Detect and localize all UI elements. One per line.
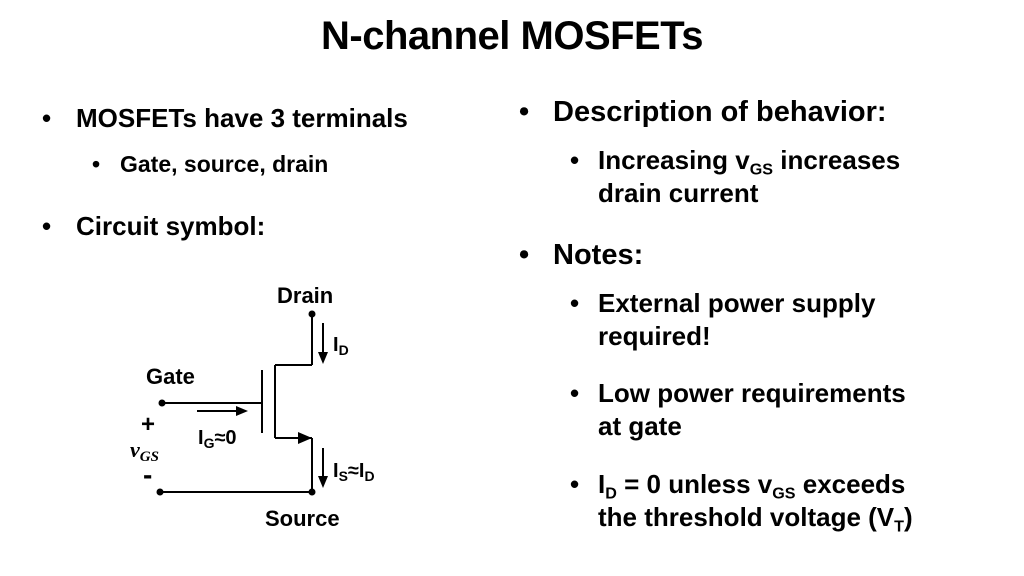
text-part: = 0 unless v: [616, 469, 773, 499]
bullet-description: • Description of behavior:: [519, 94, 887, 130]
bullet-dot: •: [570, 145, 580, 175]
text-part: Increasing v: [598, 145, 750, 175]
ig-rest: ≈0: [214, 427, 236, 449]
is-sub: S: [339, 468, 348, 484]
subscript: D: [605, 484, 617, 503]
note-threshold: • ID = 0 unless vGS exceeds the threshol…: [570, 468, 913, 536]
text-part: increases: [773, 145, 901, 175]
vgs-v: v: [130, 437, 140, 462]
bullet-text: MOSFETs have 3 terminals: [76, 103, 408, 133]
subscript: GS: [772, 484, 796, 503]
bullet-dot: •: [570, 469, 580, 499]
bullet-text: Notes:: [553, 239, 644, 271]
text-part: I: [598, 469, 606, 499]
bullet-notes: • Notes:: [519, 237, 644, 273]
id-sub: D: [339, 342, 349, 358]
is-label: IS≈ID: [333, 460, 375, 484]
text-line2: drain current: [598, 177, 759, 208]
id-arrowhead: [318, 352, 328, 364]
bullet-dot: •: [519, 239, 530, 271]
minus-sign: -: [143, 459, 152, 490]
drain-label: Drain: [277, 283, 333, 308]
bullet-text: Description of behavior:: [553, 96, 887, 128]
text-line1: External power supply: [598, 288, 876, 318]
bullet-text: Circuit symbol:: [76, 211, 266, 241]
note-power-supply: • External power supply required!: [570, 287, 876, 352]
ig-sub: G: [204, 435, 215, 451]
bullet-terminals: • MOSFETs have 3 terminals: [42, 102, 408, 135]
text-part: the threshold voltage (V: [598, 501, 895, 532]
bullet-dot: •: [42, 103, 52, 133]
is-I: I: [333, 460, 339, 482]
subscript: GS: [749, 160, 774, 179]
text-line2: at gate: [598, 410, 682, 441]
vgs-sub: GS: [140, 449, 159, 465]
gate-terminal-dot: [158, 399, 166, 407]
bullet-text: Gate, source, drain: [120, 151, 329, 177]
id-I: I: [333, 334, 339, 356]
return-terminal-dot: [156, 488, 164, 496]
gate-label: Gate: [146, 364, 195, 389]
note-low-power: • Low power requirements at gate: [570, 377, 906, 442]
source-terminal-dot: [308, 488, 316, 496]
bullet-dot: •: [570, 378, 580, 408]
drain-terminal-dot: [308, 310, 316, 318]
slide-title: N-channel MOSFETs: [321, 14, 703, 58]
bullet-circuit-symbol: • Circuit symbol:: [42, 210, 266, 243]
text-part: exceeds: [795, 469, 906, 499]
bullet-dot: •: [570, 288, 580, 318]
sub-bullet-gate-source-drain: • Gate, source, drain: [92, 150, 329, 179]
is-sub-d: D: [364, 468, 374, 484]
text-part: ): [904, 501, 913, 532]
text-line1: Low power requirements: [598, 378, 906, 408]
subscript: T: [894, 517, 904, 536]
ig-I: I: [198, 427, 204, 449]
id-label: ID: [333, 334, 349, 358]
bullet-dot: •: [519, 96, 530, 128]
ig-arrowhead: [236, 406, 248, 416]
plus-sign: +: [141, 411, 155, 438]
ig-label: IG≈0: [198, 427, 237, 451]
sub-bullet-increasing-vgs: • Increasing vGS increases drain current: [570, 144, 901, 209]
source-label: Source: [265, 506, 340, 531]
is-arrowhead: [318, 476, 328, 488]
bullet-dot: •: [42, 211, 52, 241]
text-line2: required!: [598, 320, 711, 351]
source-arrowhead: [298, 432, 312, 444]
vgs-label: vGS: [130, 437, 159, 465]
is-approx: ≈I: [348, 460, 365, 482]
bullet-dot: •: [92, 151, 101, 177]
